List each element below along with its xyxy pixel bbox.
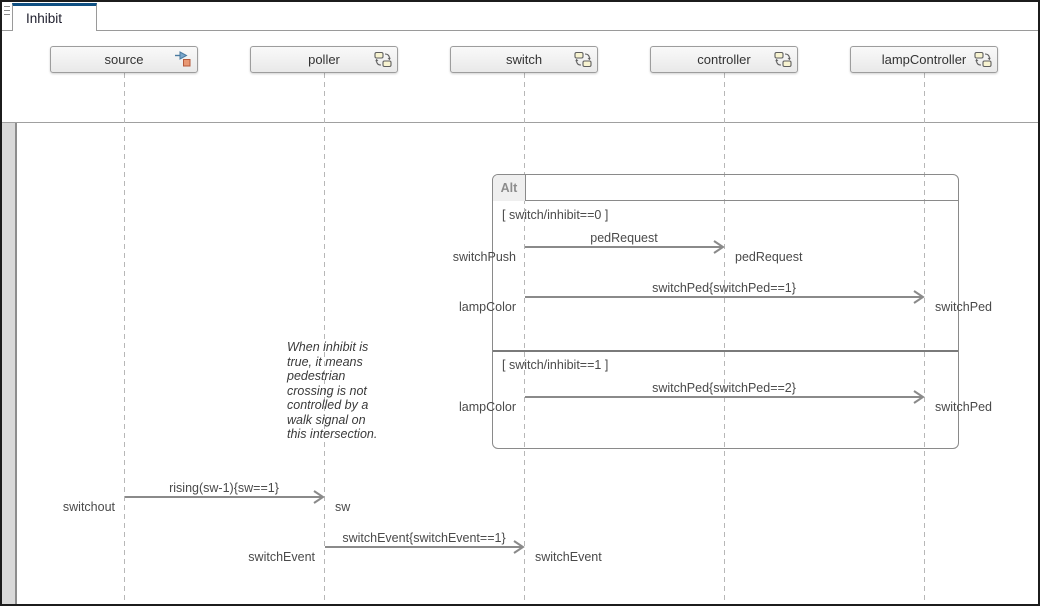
lifeline-header-source[interactable]: source [50,46,198,73]
message-to-label: switchPed [935,300,992,314]
lifeline-switch[interactable] [524,73,525,604]
lifeline-lampController[interactable] [924,73,925,604]
message-label[interactable]: pedRequest [590,231,658,245]
lifeline-header-poller[interactable]: poller [250,46,398,73]
message-from-label: lampColor [459,300,516,314]
message-from-label: lampColor [459,400,516,414]
message-to-label: switchPed [935,400,992,414]
alt-guard-1: [ switch/inhibit==0 ] [502,208,609,222]
lifeline-name: source [104,52,144,67]
lifeline-controller[interactable] [724,73,725,604]
alt-fragment-header[interactable]: Alt [493,175,958,201]
tabbar-divider [2,30,1038,31]
message-label[interactable]: switchPed{switchPed==2} [652,381,796,395]
message-to-label: switchEvent [535,550,602,564]
left-gutter [2,123,17,604]
stateflow-chart-icon [974,51,992,68]
alt-operator-label: Alt [493,175,526,201]
alt-operand-divider [493,350,958,352]
message-arrow-pedRequest[interactable] [525,240,726,254]
lifeline-name: controller [697,52,751,67]
lifeline-header-controller[interactable]: controller [650,46,798,73]
message-label[interactable]: rising(sw-1){sw==1} [169,481,279,495]
tab-inhibit[interactable]: Inhibit [12,3,97,31]
annotation-note[interactable]: When inhibit is true, it means pedestria… [287,340,378,441]
message-from-label: switchPush [452,250,516,264]
stateflow-chart-icon [774,51,792,68]
message-arrow-switchEvent[interactable] [325,540,526,554]
message-label[interactable]: switchEvent{switchEvent==1} [342,531,506,545]
lifeline-name: switch [505,52,543,67]
stateflow-chart-icon [574,51,592,68]
message-arrow-rising[interactable] [125,490,326,504]
lifeline-header-switch[interactable]: switch [450,46,598,73]
lifeline-name: poller [308,52,340,67]
lifeline-source[interactable] [124,73,125,604]
header-canvas-divider [2,122,1038,123]
alt-fragment[interactable]: Alt [ switch/inhibit==0 ] [ switch/inhib… [492,174,959,449]
panel-grip-icon[interactable] [4,6,10,18]
signal-source-icon [175,51,191,67]
message-arrow-switchPed-1[interactable] [525,290,926,304]
tab-label: Inhibit [26,11,63,26]
message-from-label: switchEvent [248,550,315,564]
message-to-label: sw [335,500,351,514]
message-arrow-switchPed-2[interactable] [525,390,926,404]
alt-guard-2: [ switch/inhibit==1 ] [502,358,609,372]
stateflow-chart-icon [374,51,392,68]
message-to-label: pedRequest [735,250,803,264]
message-from-label: switchout [62,500,115,514]
message-label[interactable]: switchPed{switchPed==1} [652,281,796,295]
lifeline-header-lampController[interactable]: lampController [850,46,998,73]
lifeline-name: lampController [881,52,967,67]
lifeline-poller[interactable] [324,73,325,604]
